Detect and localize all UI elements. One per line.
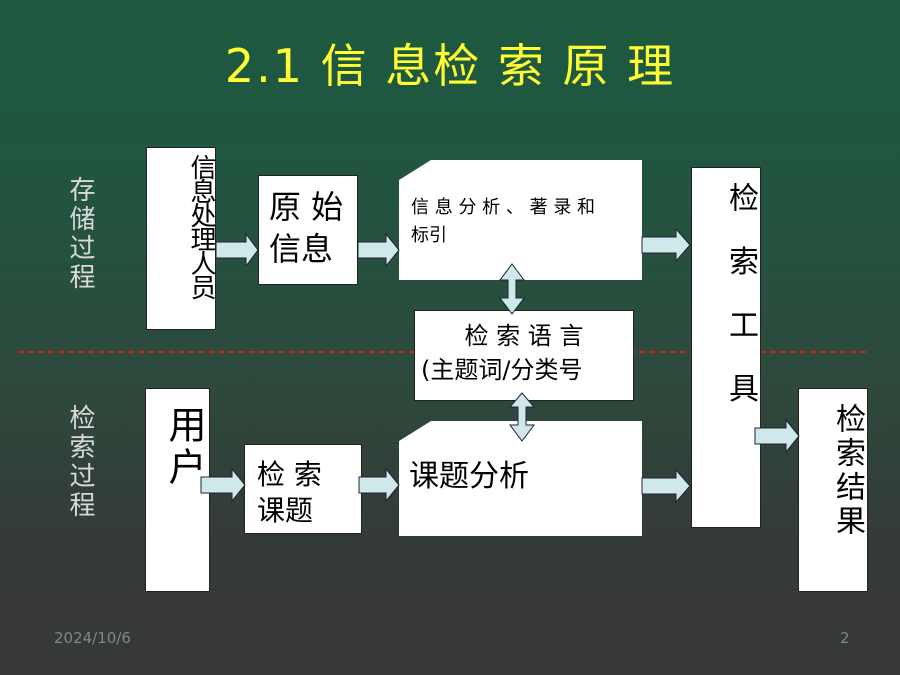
topic-line1: 检 索: [257, 458, 322, 491]
retrieval-process-label: 检索过程: [65, 404, 95, 520]
retrieval-result-box: 检索结果: [798, 388, 868, 592]
user-box: 用户: [145, 388, 210, 592]
arrow-language-topic: [508, 392, 536, 442]
analysis-indexing-box: 信 息 分 析 、 著 录 和 标引: [399, 160, 642, 280]
lang-line2: (主题词/分类号: [421, 356, 583, 384]
analysis-line2: 标引: [411, 225, 447, 246]
retrieval-topic-box: 检 索 课题: [244, 444, 362, 534]
raw-info-line2: 信息: [269, 230, 334, 268]
arrow-raw-to-analysis: [357, 232, 400, 268]
raw-info-box: 原 始 信息: [258, 175, 358, 285]
arrow-topicanalysis-to-tool: [641, 468, 691, 504]
retrieval-language-box: 检 索 语 言 (主题词/分类号: [414, 310, 634, 401]
arrow-analysis-language: [499, 263, 525, 315]
arrow-staff-to-raw: [215, 232, 259, 268]
slide-title: 2.1 信 息检 索 原 理: [224, 39, 676, 93]
arrow-tool-to-result: [754, 418, 800, 454]
storage-process-label: 存储过程: [65, 176, 95, 292]
arrow-user-to-topic: [200, 467, 246, 503]
footer-page-number: 2: [840, 629, 850, 647]
lang-line1: 检 索 语 言: [464, 322, 584, 350]
topic-line2: 课题: [257, 494, 314, 527]
retrieval-tool-box: 检 索 工 具: [691, 167, 761, 528]
topic-analysis-box: 课题分析: [399, 421, 642, 536]
arrow-topic-to-analysis: [358, 467, 400, 503]
arrow-analysis-to-tool: [641, 227, 691, 263]
raw-info-line1: 原 始: [269, 188, 344, 226]
analysis-line1: 信 息 分 析 、 著 录 和: [411, 197, 596, 218]
info-staff-box: 信息处理人员: [146, 147, 216, 330]
footer-date: 2024/10/6: [54, 629, 131, 647]
